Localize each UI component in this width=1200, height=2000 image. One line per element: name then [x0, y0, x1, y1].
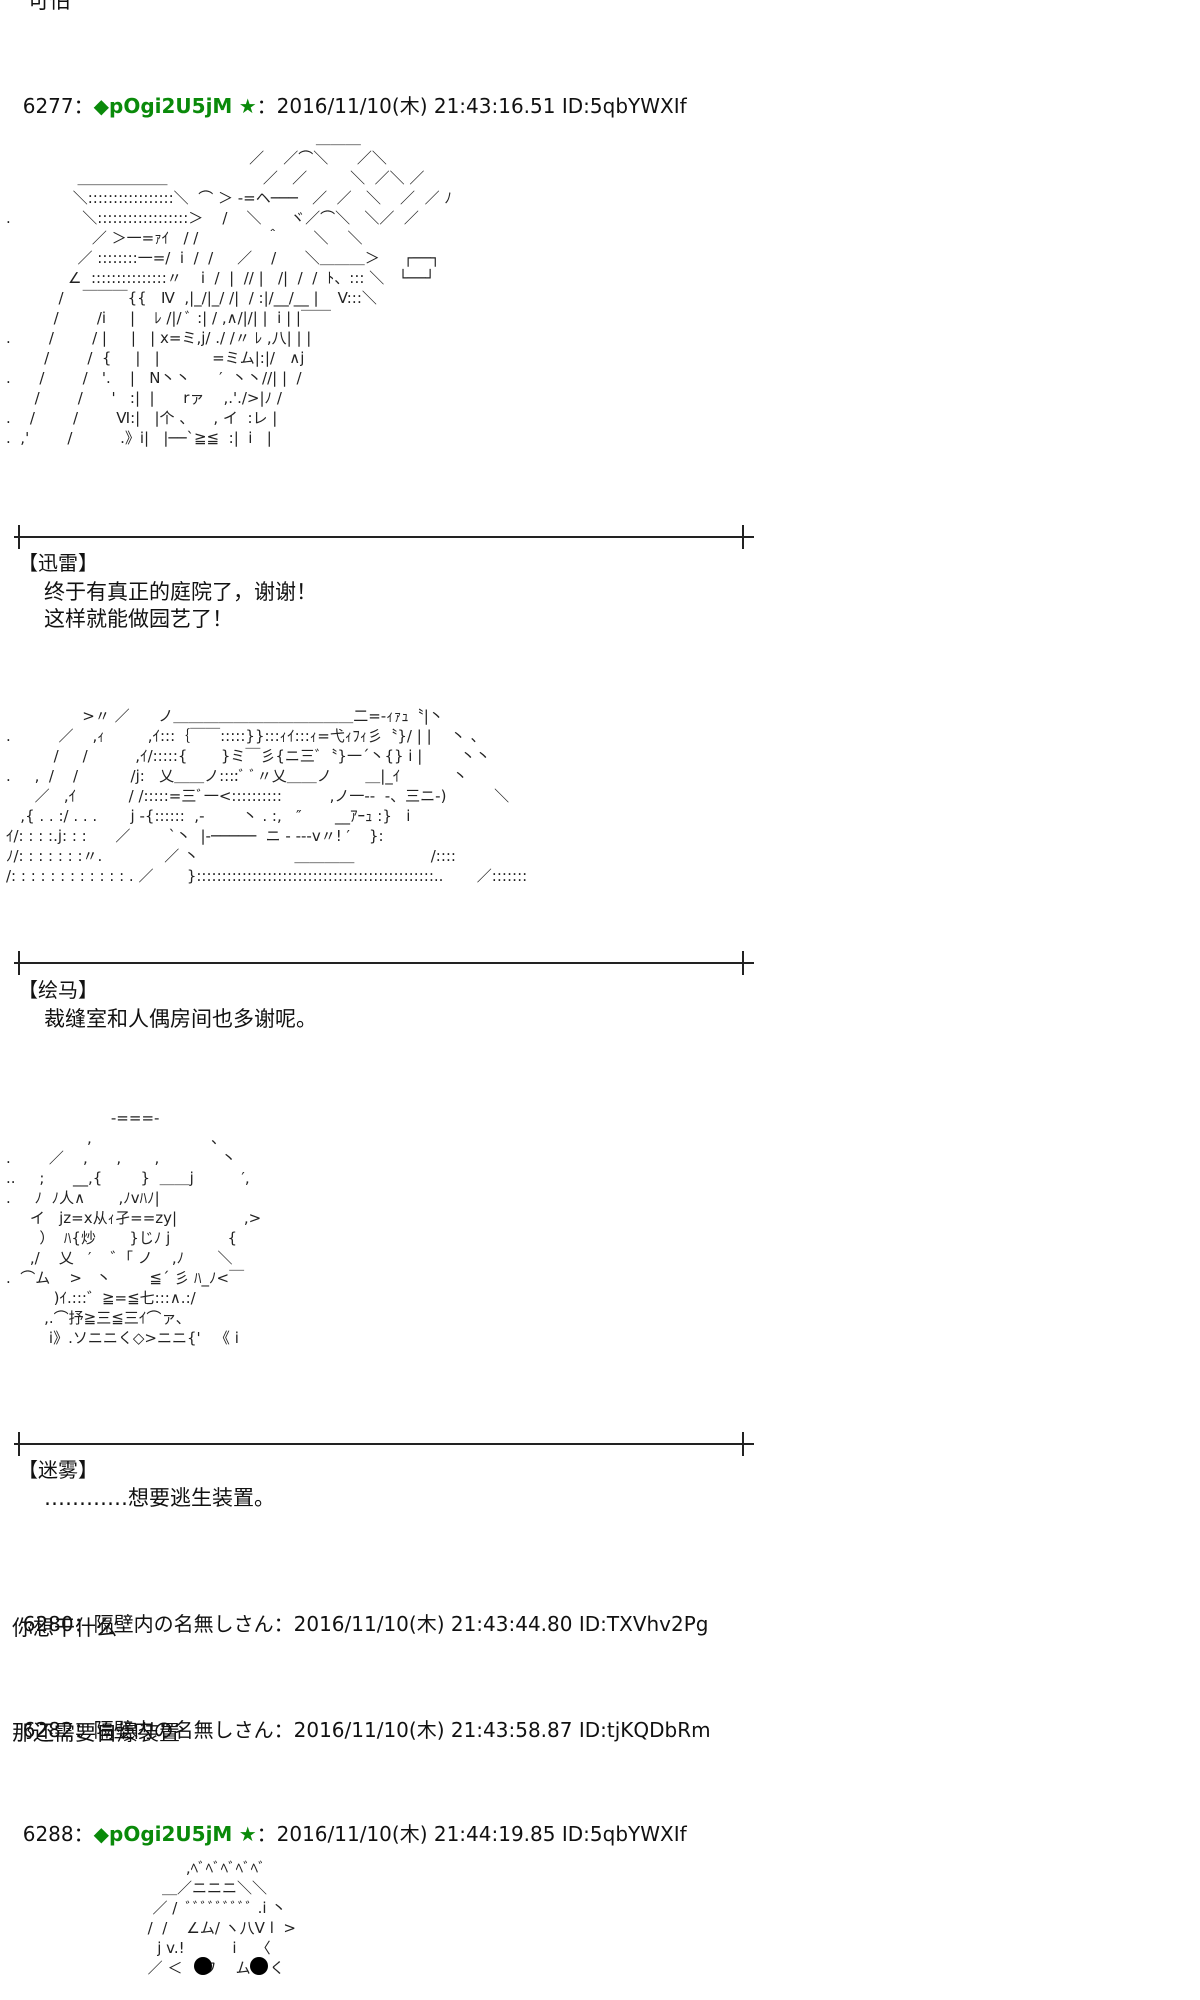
post-header-6288: 6288：◆pOgi2U5jM ★：2016/11/10(木) 21:44:19… [10, 1798, 687, 1846]
post-id[interactable]: ID:5qbYWXIf [561, 94, 687, 118]
poster-trip[interactable]: ◆pOgi2U5jM [93, 1822, 233, 1846]
speaker-label: 【迅雷】 [18, 551, 98, 575]
post-body: 那还需要自爆装置 [12, 1721, 180, 1745]
eye-left-icon [194, 1957, 212, 1975]
post-date: 2016/11/10(木) 21:43:16.51 [276, 94, 556, 118]
post-id[interactable]: ID:5qbYWXIf [561, 1822, 687, 1846]
post-date: 2016/11/10(木) 21:43:58.87 [293, 1718, 573, 1742]
poster-name: 隔壁内の名無しさん [93, 1612, 274, 1636]
post-number: 6280 [22, 1612, 74, 1636]
post-header-6280: 6280：隔壁内の名無しさん：2016/11/10(木) 21:43:44.80… [10, 1588, 709, 1636]
divider-left-tick [18, 525, 20, 549]
post-number: 6288 [22, 1822, 74, 1846]
divider-right-tick [742, 525, 744, 549]
star-icon: ★ [238, 1822, 257, 1846]
ascii-art-scene-2: >〃 ／ ノ＿＿＿＿＿＿＿＿＿＿＿＿二=-ｨｧｭ〝|丶 . ／ ,ｨ ,ｲ:::… [6, 707, 528, 885]
dialog-line: 这样就能做园艺了！ [44, 607, 233, 631]
post-separator: ： [73, 1822, 94, 1846]
dialog-line: 裁缝室和人偶房间也多谢呢。 [44, 1007, 317, 1031]
post-separator: ： [73, 1612, 94, 1636]
post-separator: ： [273, 1718, 294, 1742]
post-separator: ： [256, 1822, 277, 1846]
divider-right-tick [742, 951, 744, 975]
ascii-art-scene-1: ＿＿＿ ／ ／⌒＼ ／＼ ＿＿＿＿＿＿ ／ ／ ＼ ／＼ ／ ＼::::::::… [6, 129, 452, 447]
top-fragment-text: 可怕 [28, 0, 70, 13]
post-separator: ： [73, 1718, 94, 1742]
divider-line [14, 1443, 754, 1445]
post-id[interactable]: ID:tjKQDbRm [578, 1718, 711, 1742]
divider-line [14, 536, 754, 538]
speaker-label: 【迷雾】 [18, 1458, 98, 1482]
post-separator: ： [73, 94, 94, 118]
post-date: 2016/11/10(木) 21:43:44.80 [293, 1612, 573, 1636]
eye-right-icon [250, 1957, 268, 1975]
post-number: 6277 [22, 94, 74, 118]
ascii-art-scene-3: -===- , 、 . ／ , , , 丶 .. ; __,{ } ＿＿j ′,… [6, 1109, 262, 1347]
divider-right-tick [742, 1432, 744, 1456]
dialog-line: …………想要逃生装置。 [44, 1486, 275, 1510]
post-header-6282: 6282：隔壁内の名無しさん：2016/11/10(木) 21:43:58.87… [10, 1694, 711, 1742]
post-id[interactable]: ID:TXVhv2Pg [578, 1612, 709, 1636]
post-separator: ： [273, 1612, 294, 1636]
divider-left-tick [18, 1432, 20, 1456]
dialog-line: 终于有真正的庭院了，谢谢！ [44, 580, 317, 604]
post-number: 6282 [22, 1718, 74, 1742]
divider-line [14, 962, 754, 964]
poster-name: 隔壁内の名無しさん [93, 1718, 274, 1742]
post-header-6277: 6277：◆pOgi2U5jM ★：2016/11/10(木) 21:43:16… [10, 70, 687, 118]
divider-left-tick [18, 951, 20, 975]
star-icon: ★ [238, 94, 257, 118]
post-separator: ： [256, 94, 277, 118]
post-body: 你想干什么 [12, 1616, 117, 1640]
post-date: 2016/11/10(木) 21:44:19.85 [276, 1822, 556, 1846]
speaker-label: 【绘马】 [18, 978, 98, 1002]
poster-trip[interactable]: ◆pOgi2U5jM [93, 94, 233, 118]
